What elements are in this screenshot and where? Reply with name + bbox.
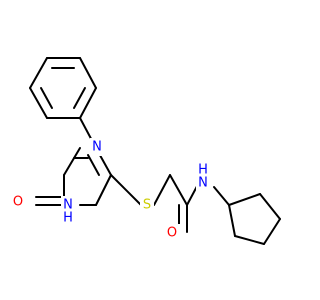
- bond: [40, 87, 53, 109]
- bond: [79, 87, 97, 119]
- bond: [95, 174, 112, 206]
- atom-o-ring: O: [10, 193, 26, 211]
- bond: [228, 204, 236, 237]
- atom-n-upper: N: [90, 138, 104, 156]
- ring-carbonyl: [35, 196, 65, 206]
- bond: [29, 87, 48, 119]
- atom-labels: N N H O S O N H: [10, 138, 210, 242]
- bond: [213, 186, 230, 206]
- bond: [234, 235, 265, 245]
- thioacetamide-linker: [110, 174, 230, 233]
- bond: [228, 193, 261, 206]
- bond: [259, 193, 281, 220]
- bond: [110, 174, 142, 206]
- bond: [263, 218, 281, 245]
- bond: [169, 174, 188, 206]
- atom-n-upper-label: N: [92, 140, 102, 155]
- bond: [153, 174, 171, 206]
- atom-s-label: S: [143, 198, 151, 213]
- structure-canvas: N N H O S O N H: [10, 57, 281, 245]
- atom-o-ring-label: O: [13, 195, 23, 210]
- atom-s: S: [140, 196, 154, 214]
- atom-o-amide: O: [164, 224, 180, 242]
- pyrimidine-ring: [55, 117, 112, 206]
- molecule-structure: N N H O S O N H: [10, 57, 281, 245]
- atom-nh-lower-label: N: [63, 198, 73, 213]
- bond: [79, 57, 97, 89]
- bond: [73, 87, 86, 109]
- bond: [87, 154, 100, 176]
- cyclopentyl-ring: [228, 193, 281, 245]
- atom-nh-amide: N H: [196, 163, 210, 194]
- atom-h-amide-label: H: [198, 163, 208, 178]
- bond: [63, 147, 81, 176]
- atom-nh-lower: N H: [61, 196, 75, 226]
- atom-nh-amide-label: N: [198, 176, 208, 191]
- phenyl-ring: [29, 57, 97, 119]
- atom-o-amide-label: O: [167, 226, 177, 241]
- bond: [29, 57, 48, 89]
- atom-h-lower-label: H: [63, 211, 73, 226]
